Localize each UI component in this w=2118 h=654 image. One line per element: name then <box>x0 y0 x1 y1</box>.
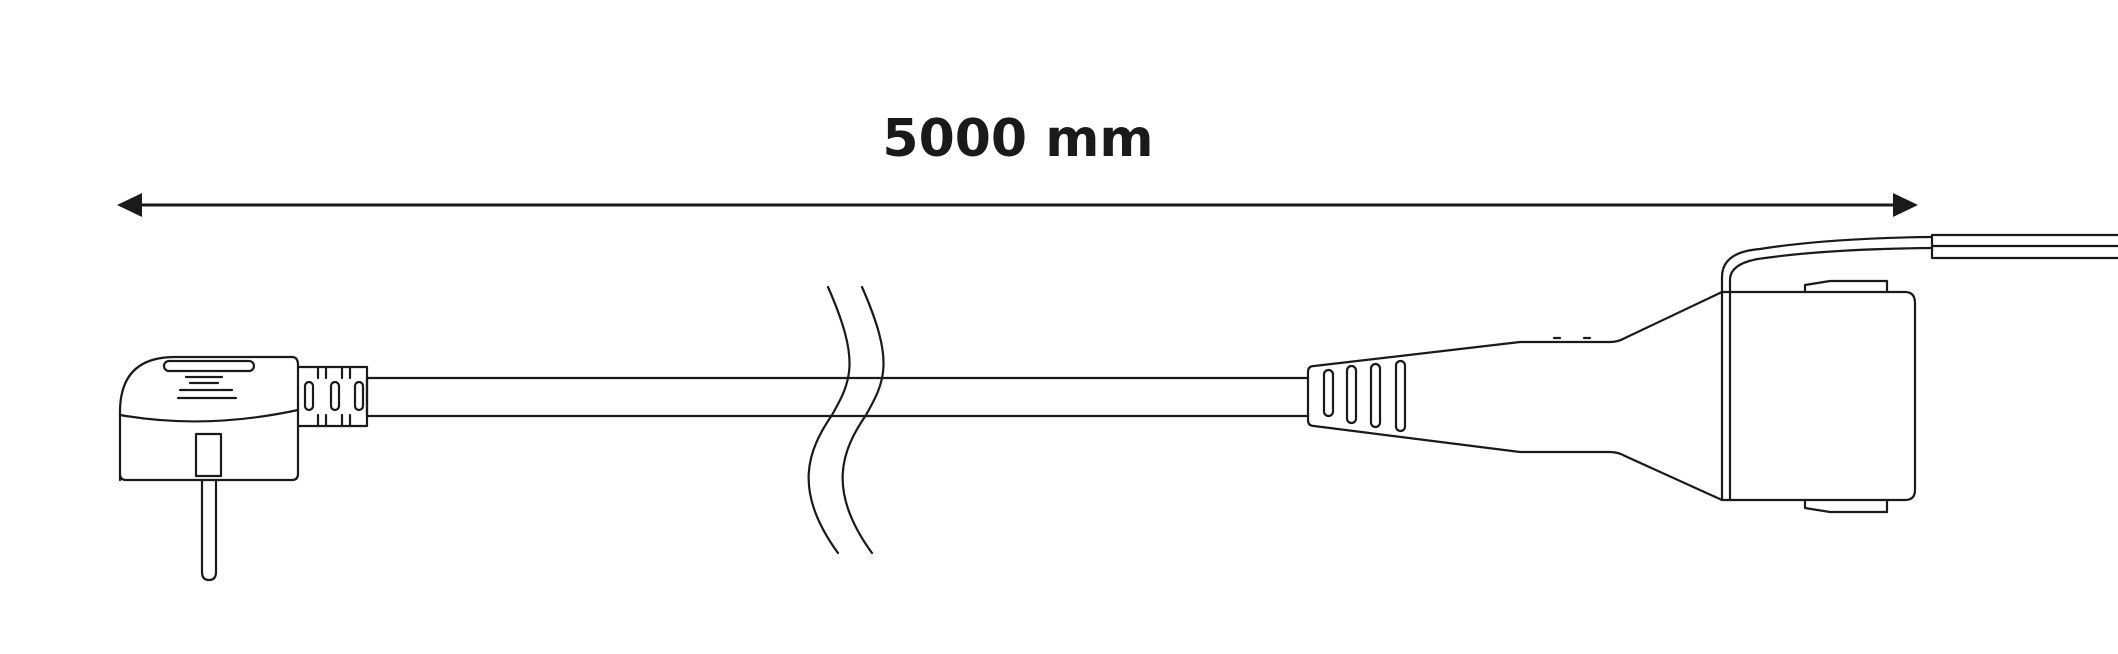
socket-top-clip <box>1803 279 1889 294</box>
plug-body <box>118 355 300 482</box>
socket-relief-slot <box>1394 359 1407 433</box>
socket <box>1720 233 2118 514</box>
cable <box>365 376 1310 418</box>
break-curve-left <box>807 285 851 555</box>
socket-relief-slot <box>1345 364 1358 425</box>
strain-relief-outline <box>296 365 369 428</box>
socket-relief-slot <box>1369 362 1382 429</box>
plug-parting-line <box>118 408 300 423</box>
plug-grip-slot <box>162 359 256 373</box>
socket-strain-relief <box>1306 290 1724 502</box>
plug <box>118 355 300 582</box>
plug-pin <box>200 478 218 582</box>
strain-relief-slot <box>329 380 341 412</box>
plug-strain-relief <box>296 365 369 428</box>
left-arrowhead <box>117 193 142 217</box>
cable-break-mark <box>807 285 885 555</box>
socket-relief-slot <box>1322 368 1335 418</box>
dimension-label: 5000 mm <box>882 109 1153 169</box>
socket-body <box>1720 290 1917 502</box>
right-arrowhead <box>1893 193 1918 217</box>
socket-bottom-clip <box>1803 498 1889 514</box>
dimension-arrow <box>117 193 1918 217</box>
break-curve-right <box>841 285 885 555</box>
strain-relief-slot <box>353 380 365 412</box>
plug-ground-window <box>194 432 223 478</box>
socket-relief-outline <box>1306 290 1724 502</box>
socket-lid-arm-inner <box>1728 246 1934 294</box>
socket-lid-arm <box>1720 235 1934 294</box>
strain-relief-slot <box>303 380 315 412</box>
